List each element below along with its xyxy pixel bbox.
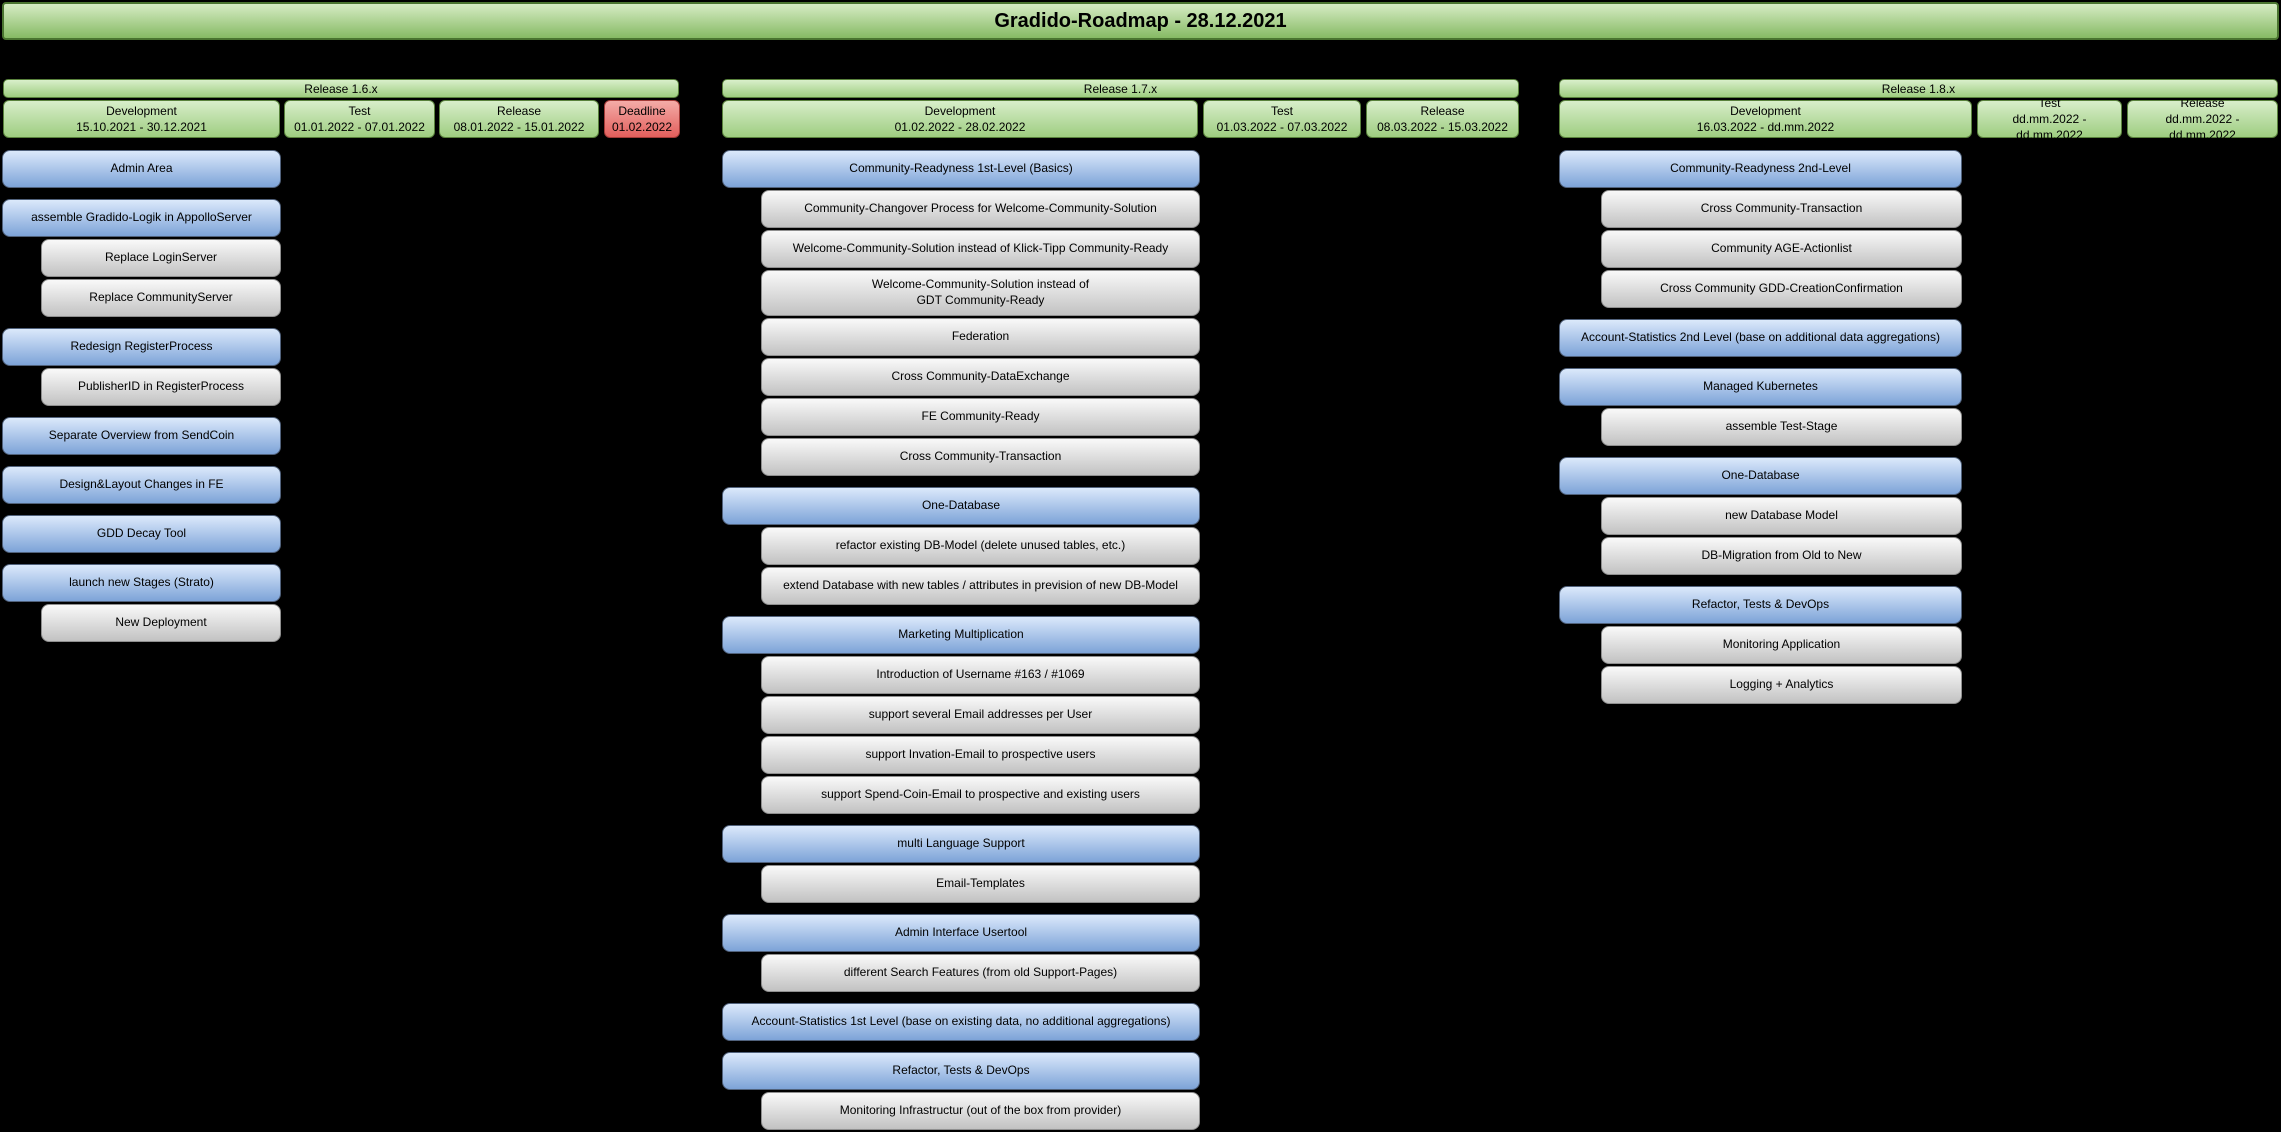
task-box: Replace CommunityServer [41,279,281,317]
task-box: One-Database [722,487,1200,525]
phase-dates: dd.mm.2022 - dd.mm.2022 [2165,111,2240,143]
phase-name: Development [1730,103,1801,118]
task-box: support Spend-Coin-Email to prospective … [761,776,1200,814]
task-box: different Search Features (from old Supp… [761,954,1200,992]
task-box: DB-Migration from Old to New [1601,537,1962,575]
phase-box: Release 08.03.2022 - 15.03.2022 [1366,100,1519,138]
phase-name: Release [496,103,542,118]
task-box: Refactor, Tests & DevOps [722,1052,1200,1090]
task-box: Managed Kubernetes [1559,368,1962,406]
task-box: assemble Test-Stage [1601,408,1962,446]
task-box: Replace LoginServer [41,239,281,277]
task-box: Admin Interface Usertool [722,914,1200,952]
phase-box: Deadline 01.02.2022 [604,100,680,138]
task-box: Monitoring Application [1601,626,1962,664]
task-box: Separate Overview from SendCoin [2,417,281,455]
release-header-label: Release 1.6.x [304,81,378,96]
phase-dates: 08.03.2022 - 15.03.2022 [1377,120,1508,134]
task-box: new Database Model [1601,497,1962,535]
task-box: Redesign RegisterProcess [2,328,281,366]
task-box: Welcome-Community-Solution instead of GD… [761,270,1200,316]
task-box: Cross Community GDD-CreationConfirmation [1601,270,1962,308]
task-box: Community-Readyness 1st-Level (Basics) [722,150,1200,188]
task-box: Introduction of Username #163 / #1069 [761,656,1200,694]
roadmap-title: Gradido-Roadmap - 28.12.2021 [2,2,2279,40]
release-header-label: Release 1.7.x [1083,81,1158,96]
phase-name: Development [106,103,177,118]
phase-dates: 08.01.2022 - 15.01.2022 [453,120,585,134]
task-box: Email-Templates [761,865,1200,903]
release-header: Release 1.8.x [1559,79,2278,98]
task-box: Marketing Multiplication [722,616,1200,654]
phase-box: Development 16.03.2022 - dd.mm.2022 [1559,100,1972,138]
task-box: Community-Changover Process for Welcome-… [761,190,1200,228]
task-box: assemble Gradido-Logik in AppolloServer [2,199,281,237]
task-box: FE Community-Ready [761,398,1200,436]
task-box: GDD Decay Tool [2,515,281,553]
task-box: Refactor, Tests & DevOps [1559,586,1962,624]
phase-dates: 16.03.2022 - dd.mm.2022 [1696,120,1835,134]
task-box: Account-Statistics 1st Level (base on ex… [722,1003,1200,1041]
phase-name: Release [1420,103,1465,118]
task-box: Federation [761,318,1200,356]
release-header-label: Release 1.8.x [1881,81,1956,96]
task-box: extend Database with new tables / attrib… [761,567,1200,605]
task-box: New Deployment [41,604,281,642]
task-box: Account-Statistics 2nd Level (base on ad… [1559,319,1962,357]
release-header: Release 1.7.x [722,79,1519,98]
task-box: support Invation-Email to prospective us… [761,736,1200,774]
task-box: Community AGE-Actionlist [1601,230,1962,268]
task-box: Community-Readyness 2nd-Level [1559,150,1962,188]
task-box: launch new Stages (Strato) [2,564,281,602]
task-box: Cross Community-Transaction [761,438,1200,476]
task-box: support several Email addresses per User [761,696,1200,734]
phase-name: Test [1270,103,1293,118]
task-box: Cross Community-DataExchange [761,358,1200,396]
task-box: One-Database [1559,457,1962,495]
phase-dates: 01.02.2022 - 28.02.2022 [894,120,1026,134]
task-box: Admin Area [2,150,281,188]
phase-box: Development 15.10.2021 - 30.12.2021 [3,100,280,138]
phase-dates: 15.10.2021 - 30.12.2021 [76,120,207,134]
phase-dates: 01.02.2022 [611,120,673,134]
phase-name: Deadline [618,103,666,118]
phase-box: Test 01.03.2022 - 07.03.2022 [1203,100,1361,138]
task-box: Logging + Analytics [1601,666,1962,704]
task-box: Monitoring Infrastructur (out of the box… [761,1092,1200,1130]
phase-name: Test [348,103,371,118]
phase-name: Test [2038,95,2061,110]
task-box: Design&Layout Changes in FE [2,466,281,504]
phase-box: Release 08.01.2022 - 15.01.2022 [439,100,599,138]
phase-box: Development 01.02.2022 - 28.02.2022 [722,100,1198,138]
phase-dates: 01.01.2022 - 07.01.2022 [294,120,425,134]
phase-dates: dd.mm.2022 - dd.mm.2022 [2012,111,2087,143]
task-box: multi Language Support [722,825,1200,863]
task-box: Welcome-Community-Solution instead of Kl… [761,230,1200,268]
phase-dates: 01.03.2022 - 07.03.2022 [1216,120,1348,134]
release-header: Release 1.6.x [3,79,679,98]
task-box: PublisherID in RegisterProcess [41,368,281,406]
task-box: Cross Community-Transaction [1601,190,1962,228]
phase-name: Release [2180,95,2225,110]
phase-box: Test 01.01.2022 - 07.01.2022 [284,100,435,138]
task-box: refactor existing DB-Model (delete unuse… [761,527,1200,565]
phase-name: Development [924,103,996,118]
